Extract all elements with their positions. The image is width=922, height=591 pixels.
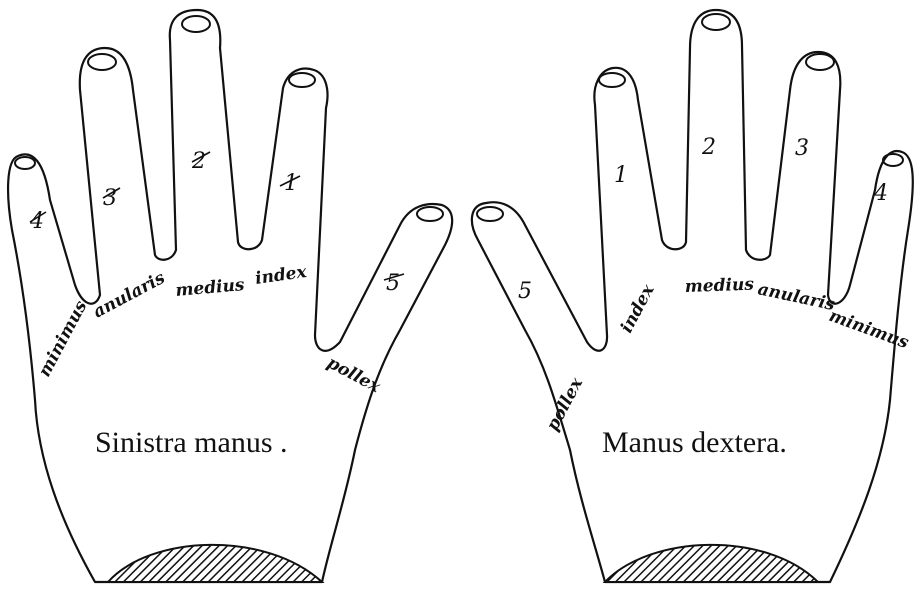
right-anularis-number: 3 [795,136,809,161]
svg-text:3: 3 [103,186,117,211]
right-medius-number: 2 [701,135,716,160]
right-minimus-number: 4 [873,181,888,206]
right-hand: 5 1 2 3 4 pollex index medius anularis m… [472,10,913,582]
right-medius-label: medius [684,275,754,297]
right-index-number: 1 [614,163,628,188]
right-pollex-number: 5 [518,279,532,304]
left-hand-title: Sinistra manus . [95,426,288,459]
left-minimus-number: 4 [29,209,46,234]
svg-text:5: 5 [386,271,400,296]
left-hand: 4 3 2 1 5 minimus anularis medius index … [8,10,452,582]
right-hand-title: Manus dextera. [602,426,787,459]
